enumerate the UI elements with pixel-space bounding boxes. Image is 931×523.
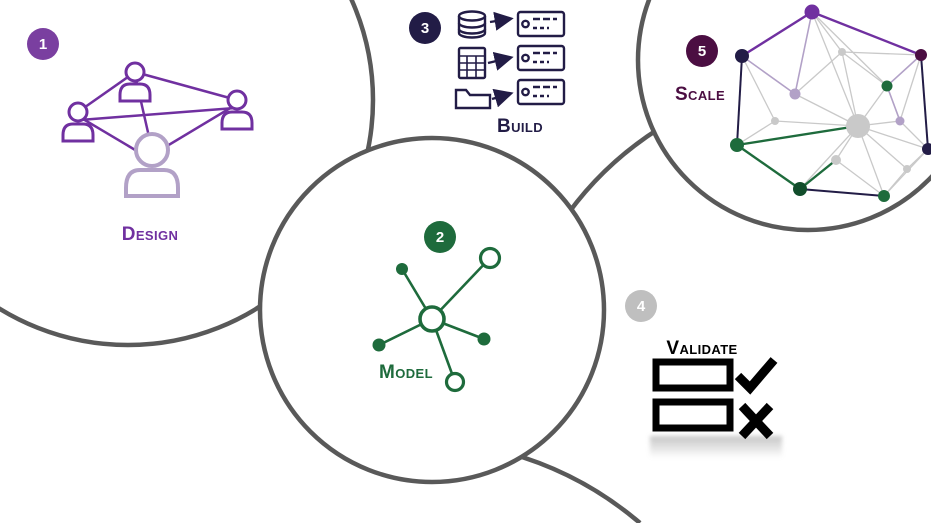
database-icon [457, 10, 487, 39]
filled-nodes [372, 263, 491, 352]
step-5-label: Scale [674, 84, 726, 105]
hub-node [418, 305, 446, 333]
step-3-label: Build [496, 116, 544, 137]
checkbox-fail [652, 398, 734, 432]
build-icon [446, 6, 570, 123]
open-node-bottom [444, 371, 466, 393]
server-stack-icon [516, 10, 566, 106]
server-unit [516, 78, 566, 106]
cross-icon [738, 402, 774, 440]
step-4-label: Validate [666, 338, 738, 359]
data-sources-to-servers-icon [454, 10, 566, 110]
flow-arrows [487, 11, 514, 108]
hub-spoke-network-icon [372, 246, 502, 393]
connector-arc-bottom [504, 449, 642, 523]
checkmark-icon [734, 357, 778, 395]
step-1-label: Design [121, 224, 179, 245]
step-3-badge: 3 [409, 12, 441, 44]
step-5-badge: 5 [686, 35, 718, 67]
top-node [804, 4, 820, 20]
person-icon-left [61, 101, 95, 143]
step-1-badge: 1 [27, 28, 59, 60]
model-icon [358, 240, 518, 405]
folder-icon [454, 88, 492, 110]
team-network-icon [61, 61, 254, 198]
server-unit [516, 44, 566, 72]
scale-icon [724, 2, 931, 212]
server-unit [516, 10, 566, 38]
person-icon-right [220, 89, 254, 131]
step-2-label: Model [379, 362, 433, 383]
step-4-badge: 4 [625, 290, 657, 322]
center-node [846, 114, 870, 138]
checkbox-pass [652, 358, 734, 392]
network-edges [736, 10, 929, 197]
person-icon-top [118, 61, 152, 103]
checkbox-pass-fail-icon [652, 357, 778, 440]
validate-icon-shadow [650, 436, 782, 458]
design-icon [40, 50, 260, 225]
geodesic-network-icon [730, 4, 931, 202]
open-node-top [478, 246, 502, 270]
network-nodes [730, 4, 931, 202]
person-icon-center-large [124, 132, 180, 198]
validate-icon [648, 356, 788, 457]
step-2-badge: 2 [424, 221, 456, 253]
spreadsheet-icon [457, 46, 487, 80]
